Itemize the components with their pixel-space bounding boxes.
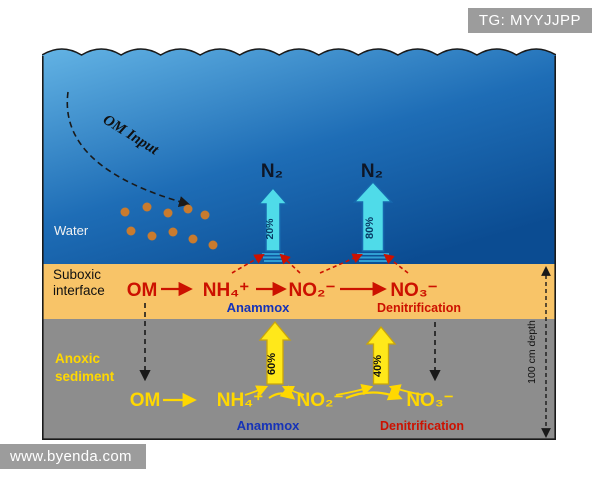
suboxic-denitrification-label: Denitrification	[377, 301, 461, 315]
water-body	[42, 49, 557, 264]
suboxic-reaction-chain: OM NH₄⁺ NO₂⁻ NO₃⁻	[127, 280, 438, 301]
suboxic-flux-feeds	[231, 253, 409, 274]
suboxic-band	[42, 264, 556, 319]
pct-40-label: 40%	[372, 355, 384, 377]
suboxic-om: OM	[127, 280, 158, 301]
om-particle	[126, 226, 136, 236]
pct-20-label: 20%	[264, 218, 276, 240]
pct-80-label: 80%	[364, 217, 376, 239]
anoxic-flux-arrow-60	[258, 320, 292, 385]
anoxic-flux-arrow-40	[365, 325, 397, 385]
frame-border	[42, 56, 556, 440]
anoxic-label-line2: sediment	[55, 369, 115, 384]
depth-axis-label: 100 cm depth	[526, 320, 538, 384]
om-particles	[120, 202, 218, 250]
anoxic-arrow-no2-no3	[345, 387, 403, 401]
water-zone-label: Water	[54, 223, 89, 238]
suboxic-label-line1: Suboxic	[53, 267, 101, 282]
suboxic-no2: NO₂⁻	[289, 280, 336, 301]
feed-no2-40	[335, 384, 374, 396]
suboxic-nh4: NH₄⁺	[203, 280, 250, 301]
n2-label-anammox: N₂	[261, 161, 283, 182]
pct-60-label: 60%	[266, 353, 278, 375]
suboxic-no3: NO₃⁻	[390, 280, 437, 301]
feed-no2-20	[279, 253, 301, 274]
om-particle	[208, 240, 218, 250]
feed-no2-80	[319, 253, 363, 274]
feed-nh4-60	[244, 385, 269, 397]
anoxic-no2: NO₂⁻	[297, 390, 344, 411]
om-particle	[200, 210, 210, 220]
om-particle	[188, 234, 198, 244]
n2-flux-arrow-80	[352, 180, 394, 252]
tg-watermark: TG: MYYJJPP	[467, 8, 592, 33]
om-particle	[183, 204, 193, 214]
om-particle	[120, 207, 130, 217]
anoxic-no3: NO₃⁻	[406, 390, 453, 411]
anoxic-denitrification-label: Denitrification	[380, 419, 464, 433]
n2-flux-arrow-20	[257, 186, 289, 252]
anoxic-reaction-chain: OM NH₄⁺ NO₂⁻ NO₃⁻	[130, 385, 454, 411]
anoxic-anammox-label: Anammox	[237, 418, 301, 433]
suboxic-anammox-label: Anammox	[227, 300, 291, 315]
om-particle	[142, 202, 152, 212]
om-input-arrow	[66, 91, 191, 208]
sediment-band	[42, 319, 556, 440]
wave-top-border	[41, 48, 557, 56]
feed-no3-80	[383, 253, 409, 274]
om-particle	[163, 208, 173, 218]
om-particle	[147, 231, 157, 241]
nitrogen-cycle-diagram: OM Input Water N₂ N₂ 20% 8	[41, 46, 557, 440]
diagram-canvas: OM Input Water N₂ N₂ 20% 8	[41, 48, 557, 440]
suboxic-label-line2: interface	[53, 283, 105, 298]
feed-nh4-20	[231, 253, 265, 274]
anoxic-nh4: NH₄⁺	[217, 390, 264, 411]
site-watermark: www.byenda.com	[0, 444, 146, 469]
anoxic-om: OM	[130, 390, 161, 411]
n2-label-denitrification: N₂	[361, 161, 383, 182]
om-particle	[168, 227, 178, 237]
anoxic-arrow-nh4-no2	[268, 385, 296, 400]
anoxic-label-line1: Anoxic	[55, 351, 101, 366]
